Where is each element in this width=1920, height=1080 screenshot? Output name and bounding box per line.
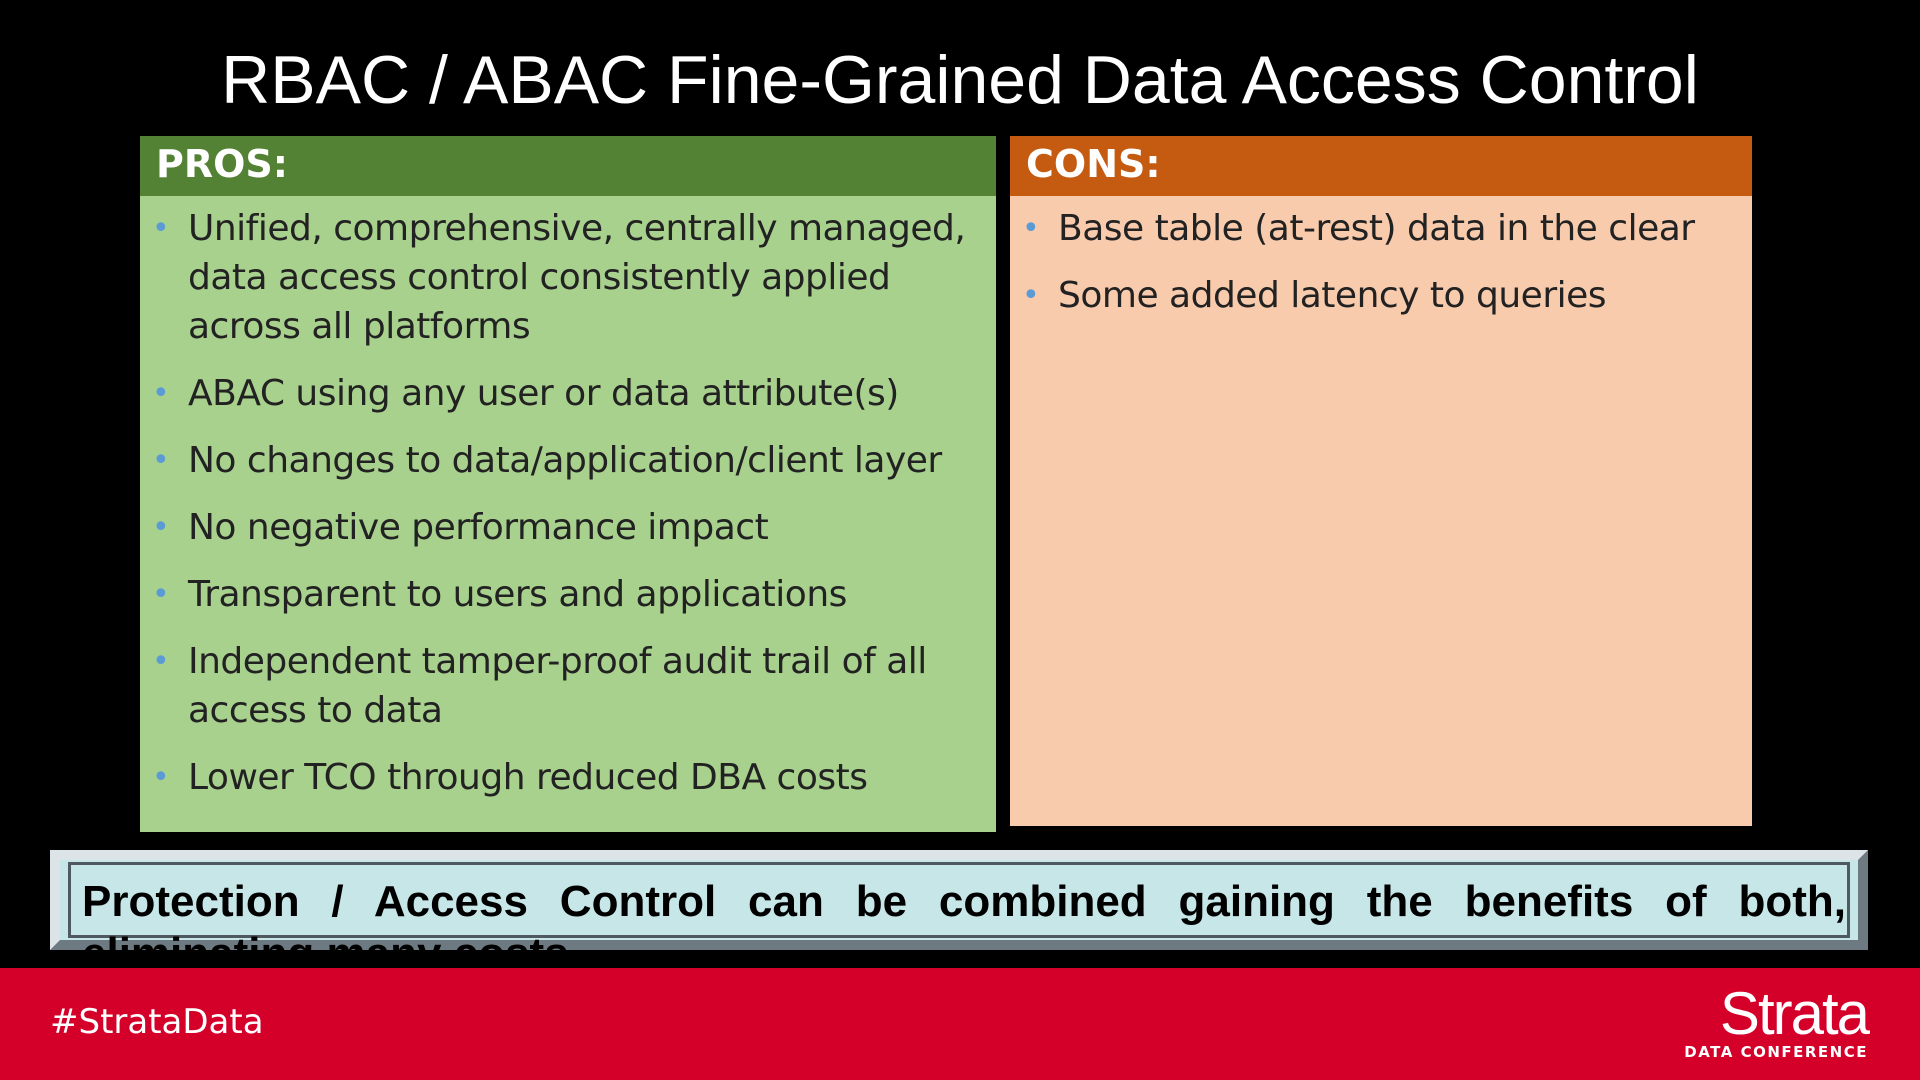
logo-subtitle: DATA CONFERENCE (1684, 1043, 1868, 1061)
pros-panel: PROS: • Unified, comprehensive, centrally… (140, 136, 996, 832)
list-item: • Base table (at-rest) data in the clear (1022, 204, 1732, 253)
bullet-text: Unified, comprehensive, centrally manage… (188, 208, 966, 347)
list-item: • Some added latency to queries (1022, 271, 1732, 320)
cons-panel: CONS: • Base table (at-rest) data in the … (1010, 136, 1752, 826)
pros-list: • Unified, comprehensive, centrally manag… (140, 196, 996, 802)
bullet-dot-icon: • (152, 577, 170, 612)
bullet-dot-icon: • (1022, 278, 1040, 313)
bullet-text: Independent tamper-proof audit trail of … (188, 641, 927, 731)
bullet-text: Lower TCO through reduced DBA costs (188, 757, 868, 798)
cons-header: CONS: (1010, 136, 1752, 196)
list-item: • Independent tamper-proof audit trail of… (152, 637, 976, 735)
bullet-dot-icon: • (1022, 211, 1040, 246)
slide-title: RBAC / ABAC Fine-Grained Data Access Con… (221, 42, 1699, 118)
list-item: • No negative performance impact (152, 503, 976, 552)
bullet-text: Some added latency to queries (1058, 275, 1607, 316)
pros-header: PROS: (140, 136, 996, 196)
bullet-text: No changes to data/application/client la… (188, 440, 942, 481)
hashtag-label: #StrataData (50, 1002, 264, 1042)
list-item: • Transparent to users and applications (152, 570, 976, 619)
cons-list: •Base table (at-rest) data in the clear … (1010, 196, 1752, 320)
footer-bar: #StrataData Strata DATA CONFERENCE (0, 968, 1920, 1080)
bullet-text: ABAC using any user or data attribute(s) (188, 373, 899, 414)
bullet-dot-icon: • (152, 376, 170, 411)
bullet-dot-icon: • (152, 644, 170, 679)
bullet-dot-icon: • (152, 443, 170, 478)
logo-wordmark: Strata (1719, 980, 1870, 1047)
strata-logo: Strata DATA CONFERENCE (1668, 980, 1870, 1062)
bullet-text: Base table (at-rest) data in the clear (1058, 208, 1695, 249)
bullet-text: No negative performance impact (188, 507, 769, 548)
list-item: • Lower TCO through reduced DBA costs (152, 753, 976, 802)
callout-text: Protection / Access Control can be combi… (82, 877, 1846, 978)
bullet-text: Transparent to users and applications (188, 574, 847, 615)
bullet-dot-icon: • (152, 760, 170, 795)
callout-frame (68, 862, 1850, 938)
bullet-dot-icon: • (152, 211, 170, 246)
callout-box: Protection / Access Control can be combi… (50, 850, 1868, 978)
list-item: • Unified, comprehensive, centrally manag… (152, 204, 976, 351)
list-item: • ABAC using any user or data attribute(s… (152, 369, 976, 418)
bullet-dot-icon: • (152, 510, 170, 545)
list-item: • No changes to data/application/client l… (152, 436, 976, 485)
